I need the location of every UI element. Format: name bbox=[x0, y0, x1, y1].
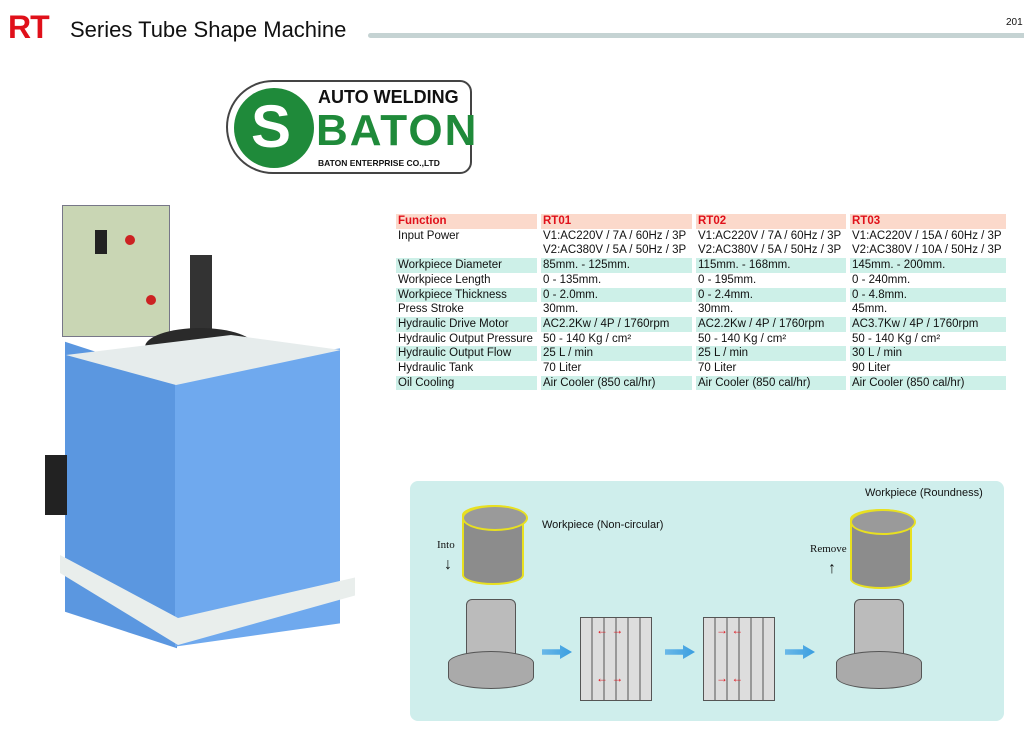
row-label: Press Stroke bbox=[398, 303, 464, 316]
title-rule bbox=[368, 33, 1024, 38]
process-diagram: Into ↓ Workpiece (Non-circular) ← → ← → … bbox=[410, 481, 1004, 721]
cell-value: 50 - 140 Kg / cm² bbox=[543, 332, 632, 345]
workpiece-in-label: Workpiece (Non-circular) bbox=[542, 519, 664, 531]
row-label: Hydraulic Drive Motor bbox=[396, 316, 537, 332]
row-label bbox=[396, 243, 537, 258]
header-rt02: RT02 bbox=[696, 214, 846, 229]
force-arrow-icon: ← → bbox=[596, 671, 624, 685]
logo-emblem-icon: S bbox=[234, 88, 314, 168]
into-label: Into bbox=[437, 539, 455, 551]
workpiece-out-label: Workpiece (Roundness) bbox=[865, 487, 983, 499]
cell-value: 85mm. - 125mm. bbox=[541, 258, 692, 273]
table-header-row: Function RT01 RT02 RT03 bbox=[396, 214, 1006, 229]
cell-value: V2:AC380V / 10A / 50Hz / 3P bbox=[852, 244, 1002, 257]
cell-value: 0 - 2.4mm. bbox=[696, 287, 846, 303]
arrow-right-icon bbox=[542, 645, 572, 659]
force-arrow-icon: ← → bbox=[596, 623, 624, 637]
cell-value: 30 L / min bbox=[850, 346, 1006, 362]
table-row: Hydraulic Tank 70 Liter 70 Liter 90 Liter bbox=[396, 361, 1006, 376]
table-row: Workpiece Diameter 85mm. - 125mm. 115mm. -… bbox=[396, 258, 1006, 273]
cell-value: AC2.2Kw / 4P / 1760rpm bbox=[696, 316, 846, 332]
cell-value: V1:AC220V / 15A / 60Hz / 3P bbox=[852, 229, 1002, 242]
machine-image bbox=[40, 200, 370, 670]
cell-value: AC3.7Kw / 4P / 1760rpm bbox=[850, 316, 1006, 332]
table-row: Workpiece Length 0 - 135mm. 0 - 195mm. 0 - … bbox=[396, 273, 1006, 288]
cell-value: 0 - 195mm. bbox=[698, 273, 757, 286]
page-title: Series Tube Shape Machine bbox=[70, 17, 347, 42]
table-row: Hydraulic Output Pressure 50 - 140 Kg / c… bbox=[396, 332, 1006, 347]
cell-value: V2:AC380V / 5A / 50Hz / 3P bbox=[698, 244, 842, 257]
cell-value: 0 - 240mm. bbox=[852, 273, 911, 286]
baton-logo: S AUTO WELDING BATON BATON ENTERPRISE CO… bbox=[226, 80, 476, 174]
row-label: Workpiece Thickness bbox=[396, 287, 537, 303]
header-rt01: RT01 bbox=[541, 214, 692, 229]
row-label: Workpiece Length bbox=[398, 273, 491, 286]
row-label: Input Power bbox=[398, 229, 460, 242]
up-arrow-icon: ↑ bbox=[828, 560, 836, 577]
cell-value: AC2.2Kw / 4P / 1760rpm bbox=[541, 316, 692, 332]
cell-value: V2:AC380V / 5A / 50Hz / 3P bbox=[543, 244, 687, 257]
table-row: Input Power V1:AC220V / 7A / 60Hz / 3P V1:… bbox=[396, 229, 1006, 244]
cell-value: Air Cooler (850 cal/hr) bbox=[696, 375, 846, 391]
down-arrow-icon: ↓ bbox=[444, 556, 452, 573]
die-section-pressed bbox=[703, 617, 775, 701]
series-code: RT bbox=[8, 9, 50, 45]
cell-value: 50 - 140 Kg / cm² bbox=[852, 332, 941, 345]
cell-value: 90 Liter bbox=[852, 362, 891, 375]
row-label: Hydraulic Tank bbox=[398, 362, 474, 375]
row-label: Hydraulic Output Pressure bbox=[398, 332, 533, 345]
cell-value: Air Cooler (850 cal/hr) bbox=[541, 375, 692, 391]
cell-value: 30mm. bbox=[698, 303, 734, 316]
remove-label: Remove bbox=[810, 543, 847, 555]
cell-value: 30mm. bbox=[543, 303, 579, 316]
table-row: V2:AC380V / 5A / 50Hz / 3P V2:AC380V / 5A… bbox=[396, 243, 1006, 258]
force-arrow-icon: → ← bbox=[716, 671, 744, 685]
cell-value: 45mm. bbox=[852, 303, 888, 316]
cell-value: 70 Liter bbox=[698, 362, 737, 375]
cell-value: 145mm. - 200mm. bbox=[850, 258, 1006, 273]
force-arrow-icon: → ← bbox=[716, 623, 744, 637]
arrow-right-icon bbox=[665, 645, 695, 659]
row-label: Hydraulic Output Flow bbox=[396, 346, 537, 362]
die-section-open bbox=[580, 617, 652, 701]
workpiece-round bbox=[850, 509, 916, 589]
arrow-right-icon bbox=[785, 645, 815, 659]
cell-value: V1:AC220V / 7A / 60Hz / 3P bbox=[543, 229, 687, 242]
row-label: Workpiece Diameter bbox=[396, 258, 537, 273]
logo-brand: BATON bbox=[316, 106, 479, 155]
die-1 bbox=[448, 599, 534, 689]
cell-value: 0 - 135mm. bbox=[543, 273, 602, 286]
cell-value: Air Cooler (850 cal/hr) bbox=[850, 375, 1006, 391]
cell-value: 0 - 4.8mm. bbox=[850, 287, 1006, 303]
cell-value: 25 L / min bbox=[696, 346, 846, 362]
die-2 bbox=[836, 599, 922, 689]
logo-company: BATON ENTERPRISE CO.,LTD bbox=[318, 158, 440, 168]
cell-value: 25 L / min bbox=[541, 346, 692, 362]
cell-value: 50 - 140 Kg / cm² bbox=[698, 332, 787, 345]
workpiece-noncircular bbox=[462, 505, 528, 585]
row-label: Oil Cooling bbox=[396, 375, 537, 391]
cell-value: 115mm. - 168mm. bbox=[696, 258, 846, 273]
table-row: Press Stroke 30mm. 30mm. 45mm. bbox=[396, 302, 1006, 317]
spec-table: Function RT01 RT02 RT03 Input Power V1:AC… bbox=[392, 214, 1010, 391]
header-rt03: RT03 bbox=[850, 214, 1006, 229]
header-function: Function bbox=[396, 214, 537, 229]
logo-tagline: AUTO WELDING bbox=[318, 87, 459, 107]
cell-value: 70 Liter bbox=[543, 362, 582, 375]
cell-value: V1:AC220V / 7A / 60Hz / 3P bbox=[698, 229, 842, 242]
page-number: 201 bbox=[1006, 17, 1023, 28]
cell-value: 0 - 2.0mm. bbox=[541, 287, 692, 303]
